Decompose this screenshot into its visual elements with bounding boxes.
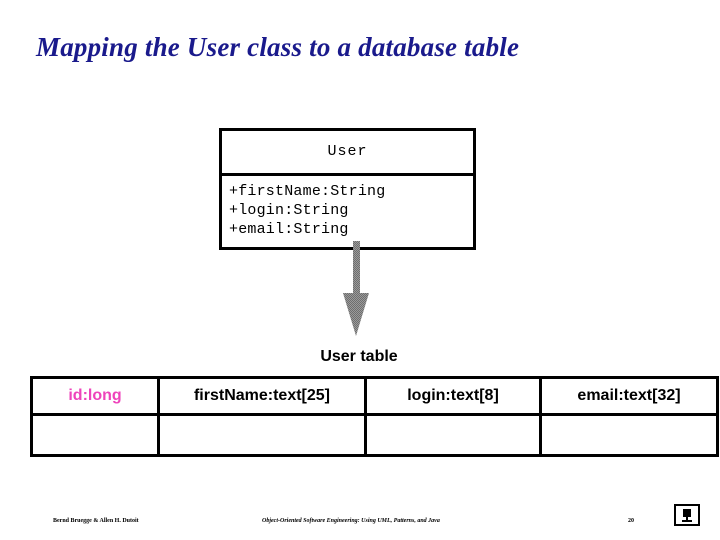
db-table: id:long firstName:text[25] login:text[8]… [30,376,719,457]
table-column-header-login: login:text[8] [364,376,542,416]
book-logo-icon [674,504,700,526]
footer-page-number: 20 [628,518,634,524]
uml-attribute: +firstName:String [229,183,386,200]
uml-class-name: User [222,131,473,176]
uml-attribute: +login:String [229,202,349,219]
table-cell-firstname [157,413,367,457]
footer-book-title: Object-Oriented Software Engineering: Us… [262,518,440,524]
uml-class-attribute-list: +firstName:String +login:String +email:S… [222,176,473,247]
table-row [30,413,719,457]
db-table-caption: User table [320,348,398,365]
table-header-row: id:long firstName:text[25] login:text[8]… [30,376,719,416]
footer-authors: Bernd Bruegge & Allen H. Dutoit [53,518,139,524]
page-title: Mapping the User class to a database tab… [36,32,520,62]
uml-attribute: +email:String [229,221,349,238]
slide-footer: Bernd Bruegge & Allen H. Dutoit Object-O… [0,504,720,532]
down-arrow-icon [343,241,369,336]
table-cell-id [30,413,160,457]
table-column-header-id: id:long [30,376,160,416]
table-cell-email [539,413,719,457]
table-cell-login [364,413,542,457]
table-column-header-email: email:text[32] [539,376,719,416]
uml-class-box: User +firstName:String +login:String +em… [219,128,476,250]
table-column-header-firstname: firstName:text[25] [157,376,367,416]
